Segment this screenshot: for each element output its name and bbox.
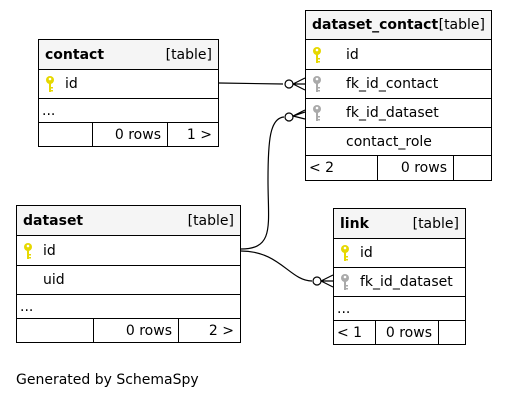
table-name: dataset [23,212,84,229]
more-indicator: ... [42,102,56,119]
table-kind: [table] [165,46,212,63]
primary-key-icon [306,46,328,64]
table-header[interactable]: dataset [table] [17,206,240,236]
footer-row-count: 0 rows [376,321,439,345]
primary-key-icon [17,242,39,260]
table-kind: [table] [187,212,234,229]
table-header[interactable]: dataset_contact [table] [306,11,491,40]
footer-children [439,321,465,345]
footer-parents [17,319,94,343]
relation-dataset-to-dataset-contact [240,109,306,250]
table-name: contact [45,46,105,63]
footer-row-count: 0 rows [94,319,179,343]
more-indicator: ... [20,298,34,315]
foreign-key-icon [334,273,356,291]
column-name: id [65,76,78,92]
footer-row-count: 0 rows [93,123,168,147]
foreign-key-icon [306,75,328,93]
column-name: fk_id_dataset [346,105,439,121]
footer-children [454,156,491,180]
primary-key-icon [334,244,356,262]
column-name: id [360,245,373,261]
table-kind: [table] [438,17,485,33]
more-columns: ... [39,99,218,123]
table-link[interactable]: link [table] id fk_id_dataset ... < 1 0 … [333,208,466,345]
foreign-key-icon [306,104,328,122]
column-row[interactable]: uid [17,266,240,295]
more-columns: ... [334,297,465,321]
column-name: contact_role [346,133,432,150]
column-name: uid [43,272,65,288]
footer-row-count: 0 rows [378,156,454,180]
table-name: dataset_contact [312,17,439,33]
table-dataset[interactable]: dataset [table] id uid ... 0 rows 2 > [16,205,241,343]
table-header[interactable]: contact [table] [39,40,218,70]
primary-key-icon [39,75,61,93]
column-row[interactable]: id [334,239,465,268]
table-footer: < 1 0 rows [334,321,465,345]
column-name: fk_id_dataset [360,274,453,290]
column-row[interactable]: fk_id_dataset [306,99,491,128]
more-columns: ... [17,295,240,319]
table-contact[interactable]: contact [table] id ... 0 rows 1 > [38,39,219,147]
footer-parents[interactable]: < 2 [306,156,378,180]
column-row[interactable]: fk_id_contact [306,70,491,99]
table-footer: 0 rows 2 > [17,319,240,343]
footer-parents [39,123,93,147]
column-row[interactable]: id [39,70,218,99]
column-name: fk_id_contact [346,76,439,92]
relation-contact-to-dataset-contact [218,77,306,91]
footer-parents[interactable]: < 1 [334,321,376,345]
column-row[interactable]: id [306,40,491,70]
column-row[interactable]: fk_id_dataset [334,268,465,297]
table-footer: 0 rows 1 > [39,123,218,147]
table-name: link [340,215,369,232]
table-dataset-contact[interactable]: dataset_contact [table] id fk_id_contact… [305,10,492,181]
column-name: id [43,242,56,259]
footer-children[interactable]: 1 > [186,127,212,143]
column-row[interactable]: contact_role [306,128,491,156]
table-footer: < 2 0 rows [306,156,491,180]
relation-dataset-to-link [240,250,334,288]
footer-children[interactable]: 2 > [208,323,234,339]
table-kind: [table] [412,215,459,232]
table-header[interactable]: link [table] [334,209,465,239]
column-name: id [346,46,359,63]
column-row[interactable]: id [17,236,240,266]
generated-by-credit: Generated by SchemaSpy [16,372,199,388]
more-indicator: ... [337,300,351,317]
